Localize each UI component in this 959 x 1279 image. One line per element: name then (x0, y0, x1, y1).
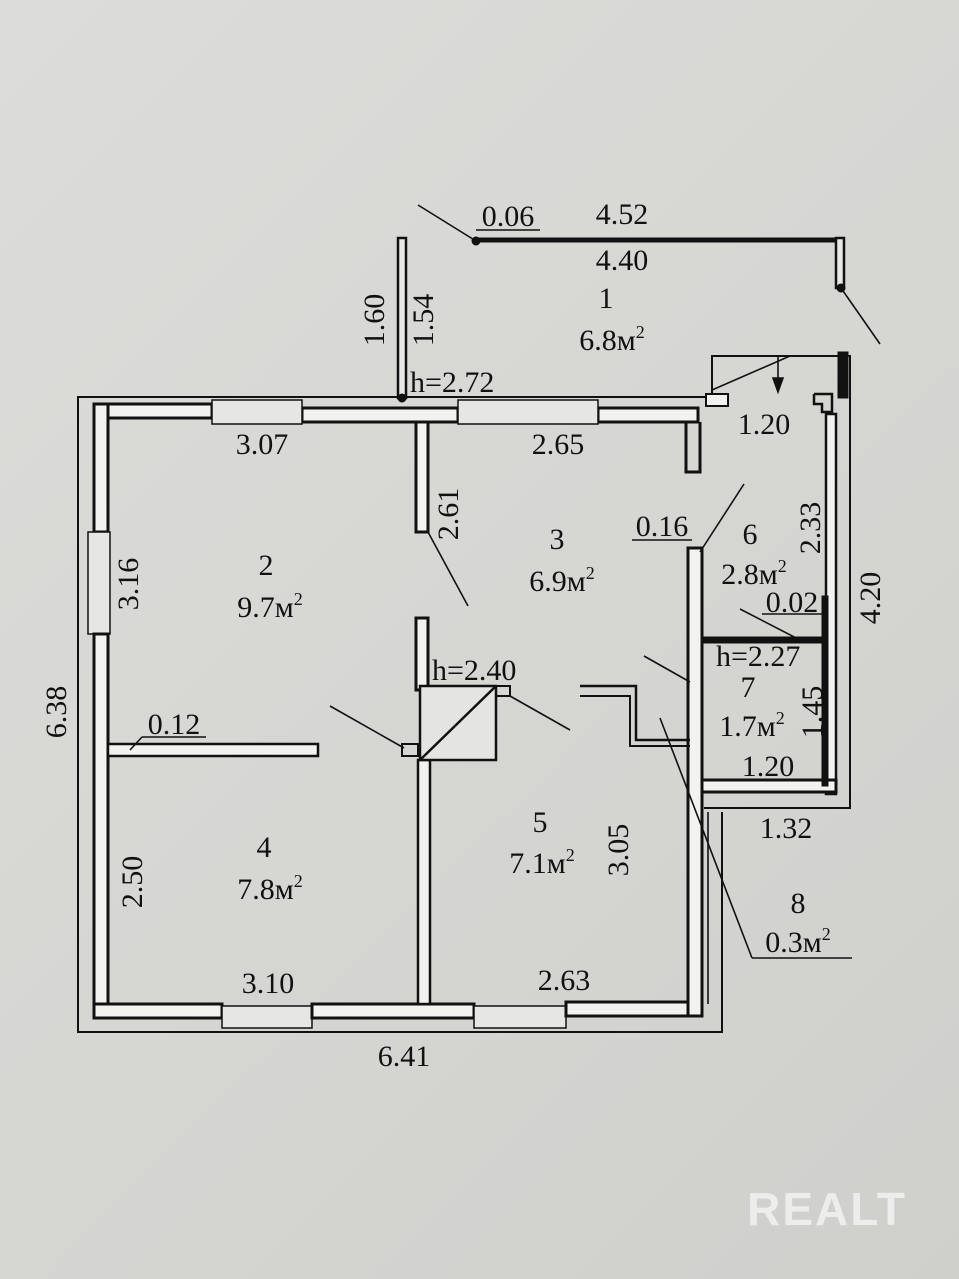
bath-wall-bottom (700, 778, 838, 794)
veranda-post-tl (397, 393, 407, 403)
room-2-number: 2 (259, 549, 274, 582)
window-top-2 (457, 399, 599, 425)
room-6-area: 2.8м2 (721, 556, 786, 591)
window-left (87, 531, 111, 635)
wall-left-upper (92, 402, 110, 534)
dim-2-33: 2.33 (794, 502, 827, 555)
wall-bottom-left (92, 1002, 224, 1020)
wall-top-left (92, 402, 214, 420)
leader-stair (711, 355, 791, 391)
dim-4-52: 4.52 (596, 198, 649, 231)
dim-1-54: 1.54 (407, 294, 440, 347)
wall-top-right (596, 406, 700, 424)
dim-1-45: 1.45 (796, 686, 829, 739)
height-bath: h=2.27 (716, 640, 800, 673)
room-4-area: 7.8м2 (237, 871, 302, 906)
annex-top-post (837, 351, 849, 399)
partition-2-3-lower (414, 616, 430, 692)
dim-0-16: 0.16 (636, 510, 689, 543)
room-labels: 1 6.8м2 2 9.7м2 3 6.9м2 4 7.8м2 5 7.1м2 … (237, 282, 830, 959)
room-4-number: 4 (257, 831, 272, 864)
annex-outer-line (704, 355, 851, 809)
leader-lines (129, 204, 881, 1004)
dim-3-16: 3.16 (112, 558, 145, 611)
leader-0-02 (739, 608, 801, 641)
leader-0-06 (417, 204, 477, 242)
partition-5-step-inner (580, 695, 690, 747)
leader-2-61 (427, 531, 469, 607)
leader-0-12 (129, 736, 143, 751)
window-top-1 (211, 399, 303, 425)
outer-contour-line (77, 396, 723, 1033)
room-6-number: 6 (743, 518, 758, 551)
room-7-area: 1.7м2 (719, 708, 784, 743)
room-3-number: 3 (550, 523, 565, 556)
realt-watermark-logo: REALT (747, 1183, 907, 1235)
dim-2-50: 2.50 (116, 856, 149, 909)
partition-4-5 (416, 758, 432, 1006)
dim-0-12: 0.12 (148, 708, 201, 741)
door-nub-annex (705, 393, 729, 407)
dim-0-02: 0.02 (766, 586, 819, 619)
room-1-area: 6.8м2 (579, 322, 644, 357)
dim-1-20-top: 1.20 (738, 408, 791, 441)
room-3-area: 6.9м2 (529, 563, 594, 598)
dim-4-20: 4.20 (854, 572, 887, 625)
dim-3-05: 3.05 (602, 824, 635, 877)
dim-2-61: 2.61 (432, 488, 465, 541)
veranda-wall-left (396, 236, 408, 400)
dim-3-07: 3.07 (236, 428, 289, 461)
dim-2-65: 2.65 (532, 428, 585, 461)
leader-room6 (699, 483, 745, 553)
dim-1-60: 1.60 (358, 294, 391, 347)
room-7-number: 7 (741, 671, 756, 704)
window-bottom-2 (473, 1005, 567, 1029)
room-8-number: 8 (791, 887, 806, 920)
bath-wall-right (821, 595, 829, 787)
wall-left-lower (92, 632, 110, 1018)
height-stove: h=2.40 (432, 654, 516, 687)
leader-veranda-br (840, 287, 881, 345)
window-bottom-1 (221, 1005, 313, 1029)
room-5-area: 7.1м2 (509, 845, 574, 880)
dim-4-40: 4.40 (596, 244, 649, 277)
dim-1-20-bottom: 1.20 (742, 750, 795, 783)
dim-6-41: 6.41 (378, 1040, 431, 1073)
stove-diagonal (419, 685, 497, 761)
leader-stove-right (509, 695, 571, 731)
room-5-number: 5 (533, 806, 548, 839)
partition-2-3-upper (414, 420, 430, 534)
annex-corner (812, 392, 834, 414)
walls (77, 236, 851, 1033)
leader-room5-right (643, 655, 691, 683)
dim-1-32: 1.32 (760, 812, 813, 845)
partition-2-4 (106, 742, 320, 758)
leader-room8 (659, 717, 753, 959)
dim-0-06: 0.06 (482, 200, 535, 233)
wall-bottom-right (564, 1000, 698, 1018)
stove-tab-left (401, 743, 419, 757)
dimension-labels: 0.06 4.52 4.40 1.60 1.54 3.07 2.65 1.20 … (40, 198, 887, 1073)
room-8-area: 0.3м2 (765, 924, 830, 959)
ceiling-heights: h=2.72 h=2.40 h=2.27 (410, 366, 800, 687)
stair-arrow-head (771, 377, 785, 395)
wall-top-mid (300, 406, 460, 424)
height-veranda: h=2.72 (410, 366, 494, 399)
wall-right-main (686, 546, 704, 1018)
wall-right-stub (684, 422, 702, 474)
room-2-area: 9.7м2 (237, 589, 302, 624)
dim-6-38: 6.38 (40, 686, 73, 739)
room-1-number: 1 (599, 282, 614, 315)
leader-stove-left (329, 705, 405, 749)
veranda-wall-right (834, 236, 846, 290)
stove-tab-right (495, 685, 511, 697)
wall-bottom-mid (310, 1002, 476, 1020)
partition-5-step (580, 684, 690, 742)
dim-2-63: 2.63 (538, 964, 591, 997)
dim-3-10: 3.10 (242, 967, 295, 1000)
